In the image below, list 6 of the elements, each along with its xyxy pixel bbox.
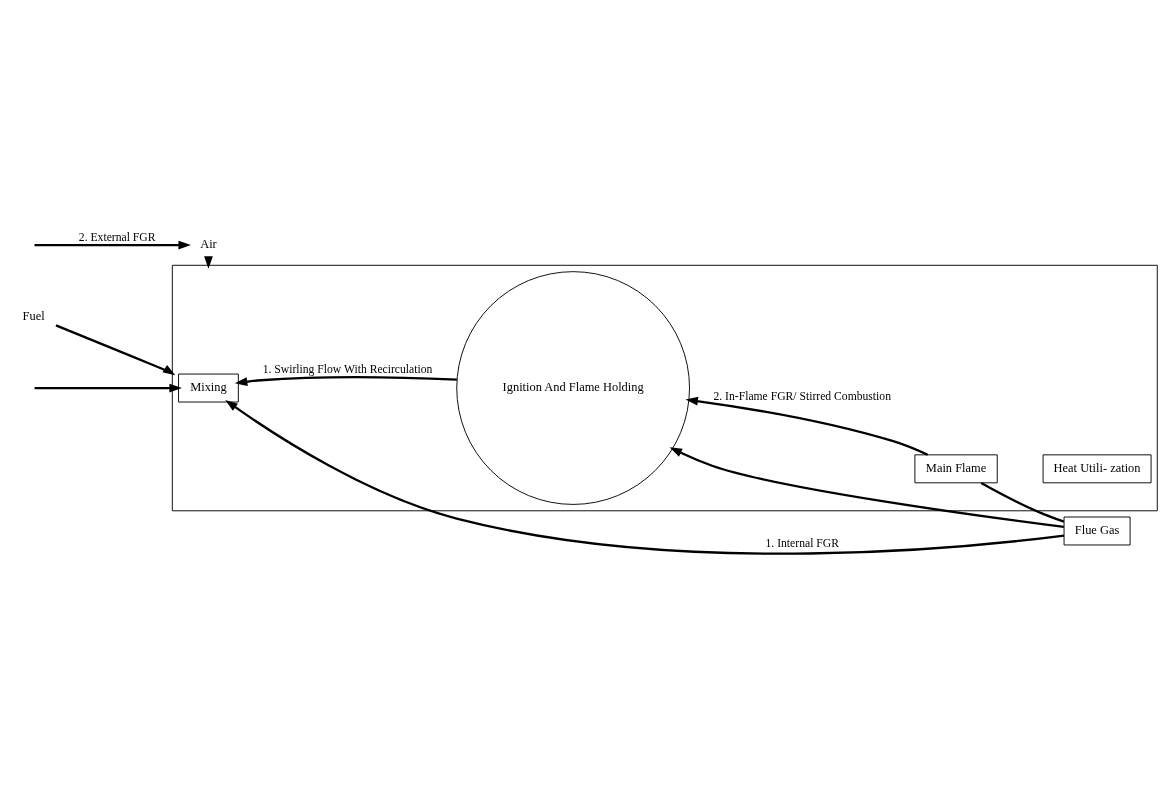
node-text: Air [200, 237, 217, 252]
edge-label: 1. Swirling Flow With Recirculation [262, 363, 433, 377]
edge-label: 2. External FGR [78, 231, 156, 245]
edge-label: 1. Internal FGR [765, 536, 839, 550]
edge-label: 2. In-Flame FGR/ Stirred Combustion [713, 389, 891, 403]
node-text: Fuel [22, 308, 45, 323]
